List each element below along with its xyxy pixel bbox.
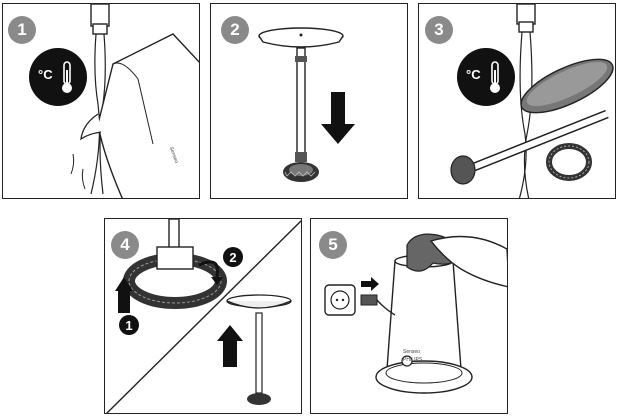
faucet xyxy=(90,4,110,27)
step-1-badge: 1 xyxy=(8,16,36,44)
step-2-panel: 2 xyxy=(210,3,408,199)
device-model-text: PHILIPS xyxy=(403,357,423,363)
thermometer-icon xyxy=(490,61,500,93)
step-4-panel: 4 1 2 xyxy=(104,218,302,414)
temperature-badge: °C xyxy=(457,48,515,106)
frother-base xyxy=(375,360,473,394)
whisk-rod xyxy=(296,47,306,159)
unplug-and-wipe-illustration xyxy=(324,233,507,394)
arrow-up-icon xyxy=(115,277,133,313)
faucet xyxy=(516,4,536,25)
step-3-panel: 3 °C xyxy=(418,3,616,199)
power-button xyxy=(401,355,413,367)
reassemble-whisk-illustration xyxy=(106,219,301,413)
thermometer-icon xyxy=(62,61,72,93)
arrow-down-icon xyxy=(321,92,355,144)
whisk-rod xyxy=(255,312,263,394)
celsius-label: °C xyxy=(466,67,481,82)
whisk-assembly-illustration xyxy=(258,27,355,182)
step-4-badge: 4 xyxy=(111,231,139,259)
rotate-arrow-icon xyxy=(198,260,220,278)
diagonal-divider xyxy=(106,219,301,413)
celsius-label: °C xyxy=(38,67,53,82)
rinse-parts-illustration xyxy=(450,4,614,198)
step-1-panel: 1 °C Senseo xyxy=(2,3,200,199)
step-2-badge: 2 xyxy=(221,16,249,44)
arrow-right-icon xyxy=(361,277,379,291)
step-3-badge: 3 xyxy=(425,16,453,44)
power-plug xyxy=(360,294,378,306)
substep-1-badge: 1 xyxy=(119,315,139,335)
water-stream xyxy=(90,33,101,195)
device-brand-text: Senseo xyxy=(403,349,420,355)
rinse-jug-illustration xyxy=(70,4,199,198)
step-5-panel: 5 Senseo PHILIPS xyxy=(310,218,508,414)
hand xyxy=(429,235,507,288)
step-5-badge: 5 xyxy=(319,231,347,259)
temperature-badge: °C xyxy=(29,48,87,106)
milk-jug xyxy=(97,33,199,198)
substep-2-badge: 2 xyxy=(223,247,243,267)
arrow-up-icon xyxy=(217,325,243,367)
